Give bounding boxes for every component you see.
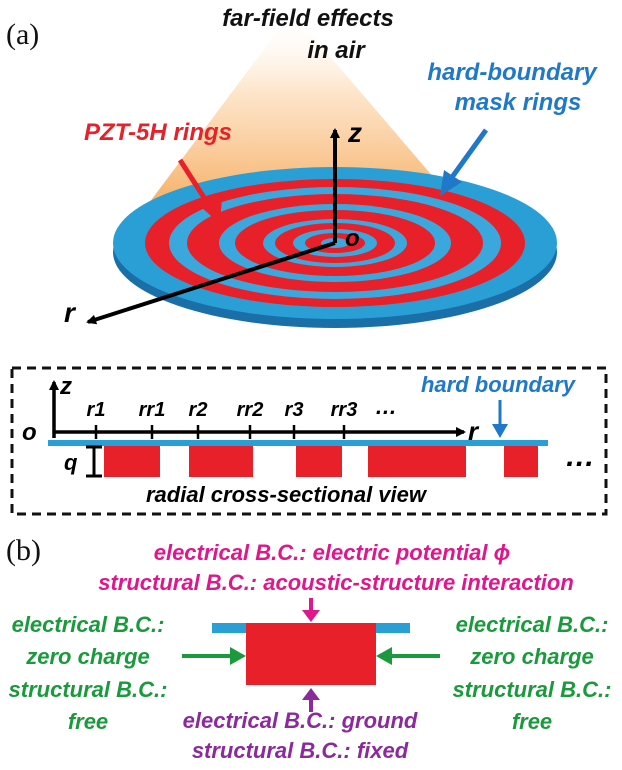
hard-boundary-label: hard boundary (421, 372, 577, 397)
far-field-label-2: in air (307, 37, 366, 64)
cs-r-label: r (468, 416, 480, 446)
panel-b-label: (b) (6, 534, 41, 567)
right-bc-line-1: electrical B.C.: (456, 612, 609, 637)
mask-arrow-head (440, 170, 462, 196)
r-axis-label: r (64, 297, 77, 328)
r-axis-arrow (86, 241, 336, 325)
bc-pzt-block (246, 623, 376, 685)
pzt-blocks (104, 446, 538, 477)
tick-rr3: rr3 (331, 399, 358, 421)
right-bc-line-3: structural B.C.: (453, 677, 612, 702)
left-bc-line-1: electrical B.C.: (12, 612, 165, 637)
left-bc-line-2: zero charge (25, 644, 150, 669)
q-label: q (64, 450, 78, 475)
q-thickness-marker (86, 445, 102, 478)
cs-z-label: z (59, 373, 72, 400)
bottom-bc-arrow-head (302, 688, 320, 700)
tick-r2: r2 (189, 399, 208, 421)
tick-rr1: rr1 (139, 399, 166, 421)
mask-arrow-shaft (447, 128, 489, 182)
pzt-arrow-head (200, 198, 222, 224)
cs-ticks (94, 425, 346, 439)
mask-label-1: hard-boundary (427, 59, 598, 86)
right-bc-arrow-head (376, 647, 392, 665)
top-bc-arrow-head (302, 610, 320, 622)
left-bc-line-3: structural B.C.: (9, 677, 168, 702)
top-bc-line-1: electrical B.C.: electric potential ϕ (154, 540, 511, 565)
hard-boundary-arrow-head (492, 424, 508, 438)
tick-ellipsis: … (375, 394, 397, 419)
top-bc-line-2: structural B.C.: acoustic-structure inte… (98, 570, 574, 595)
z-axis-label: z (347, 117, 362, 148)
cs-origin-label: o (22, 419, 37, 446)
pzt-arrow-shaft (177, 158, 215, 212)
bottom-bc-line-1: electrical B.C.: ground (183, 708, 418, 733)
left-bc-line-4: free (68, 709, 108, 734)
tick-rr2: rr2 (237, 399, 264, 421)
panel-a-label: (a) (6, 18, 39, 51)
right-bc-line-4: free (512, 709, 552, 734)
more-blocks-ellipsis: … (565, 440, 595, 473)
far-field-label-1: far-field effects (222, 5, 394, 32)
right-bc-line-2: zero charge (469, 644, 594, 669)
cross-section-caption: radial cross-sectional view (146, 482, 428, 507)
pzt-label: PZT-5H rings (84, 119, 232, 146)
mask-label-2: mask rings (455, 89, 582, 116)
cross-section-box (10, 366, 608, 516)
bottom-bc-line-2: structural B.C.: fixed (192, 738, 409, 763)
origin-label: o (345, 225, 360, 252)
left-bc-arrow-head (230, 647, 246, 665)
tick-r1: r1 (87, 399, 106, 421)
tick-r3: r3 (285, 399, 304, 421)
